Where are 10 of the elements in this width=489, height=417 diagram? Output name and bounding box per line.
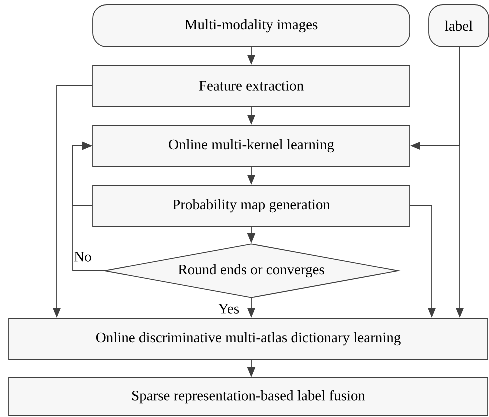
process-box: Probability map generation xyxy=(92,185,410,227)
terminal-box: label xyxy=(428,4,489,48)
process-box: Sparse representation-based label fusion xyxy=(8,378,488,416)
arrow xyxy=(72,142,93,206)
edge-label: Yes xyxy=(217,303,241,315)
process-box: Online discriminative multi-atlas dictionary learning xyxy=(8,318,488,360)
edge-label: No xyxy=(73,251,93,263)
terminal-box: Multi-modality images xyxy=(92,4,410,48)
process-box: Online multi-kernel learning xyxy=(92,125,410,167)
process-box: Feature extraction xyxy=(92,65,410,107)
